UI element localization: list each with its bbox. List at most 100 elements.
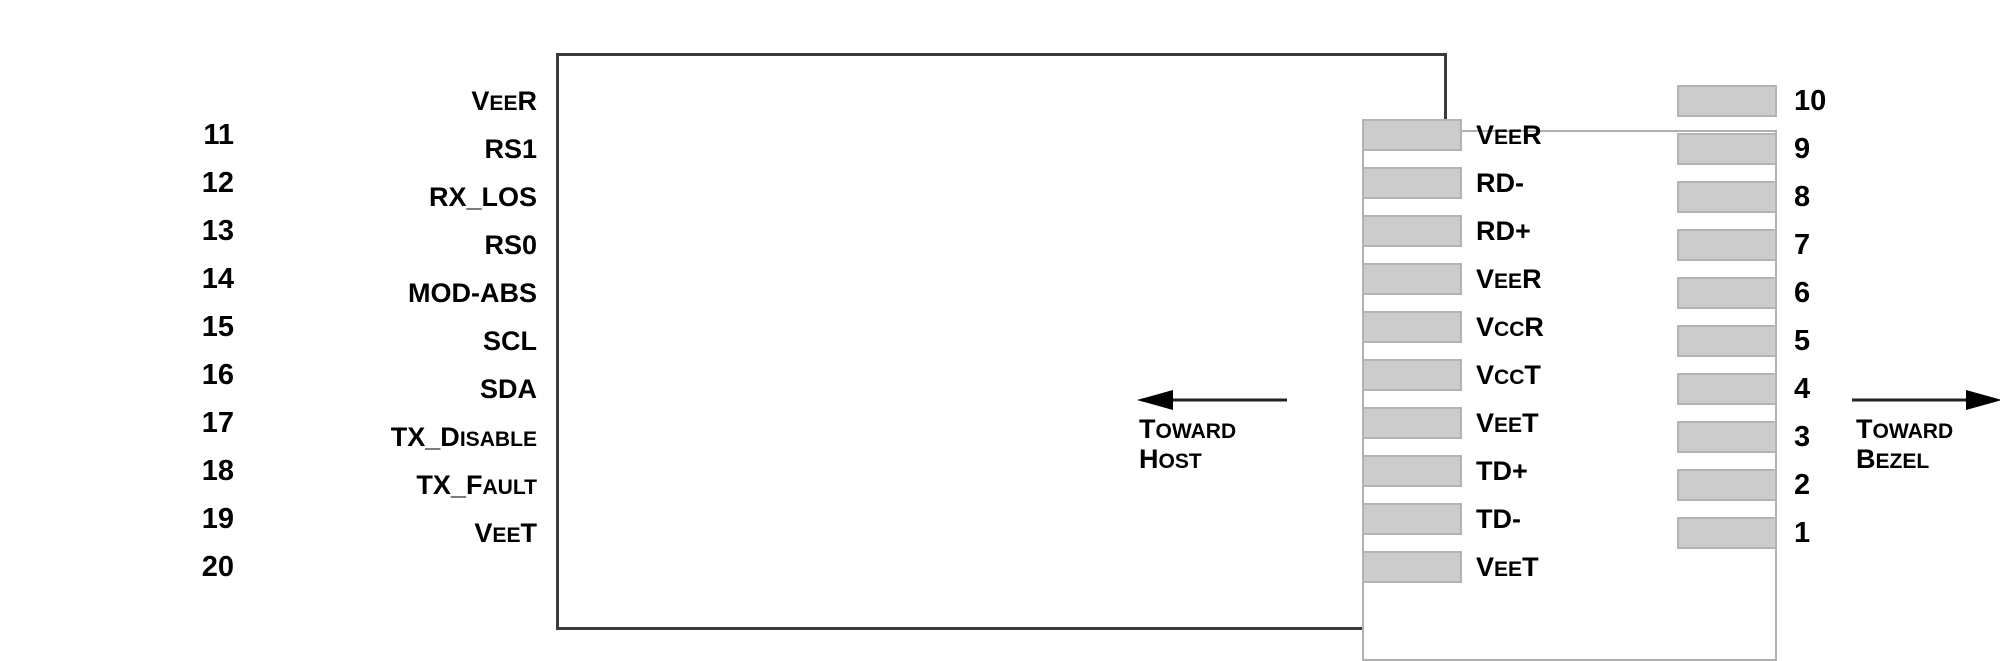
- pin-number-18: 18: [201, 455, 234, 487]
- toward-host-arrow-icon: [1137, 390, 1287, 410]
- toward-host-line2-small: OST: [1158, 450, 1202, 474]
- toward-bezel-line2-small: EZEL: [1875, 450, 1930, 474]
- pin-signal-scl-5: SCL: [483, 325, 537, 357]
- pin-number-2: 2: [1794, 469, 1811, 501]
- pin-pad-17: [1362, 407, 1462, 439]
- pin-signal-sda-4: SDA: [480, 373, 537, 405]
- signal-smallcaps: EE: [1494, 126, 1523, 149]
- pin-number-14: 14: [201, 263, 234, 295]
- signal-head: TD-: [1476, 504, 1521, 534]
- signal-head: V: [1476, 312, 1495, 342]
- pin-pad-20: [1362, 551, 1462, 583]
- signal-smallcaps: EE: [1494, 558, 1523, 581]
- toward-host-line1: TOWARD: [1139, 414, 1236, 444]
- pin-number-9: 9: [1794, 133, 1811, 165]
- signal-head: SCL: [483, 326, 537, 356]
- toward-host-line1-head: T: [1139, 414, 1156, 444]
- signal-head: TX_F: [416, 470, 483, 500]
- pin-signal-td--19: TD-: [1476, 503, 1521, 535]
- signal-tail: T: [1522, 408, 1539, 438]
- pin-pad-13: [1362, 215, 1462, 247]
- pin-signal-veet-1: VEET: [474, 517, 537, 549]
- pin-pad-3: [1677, 421, 1777, 453]
- signal-head: V: [1476, 264, 1495, 294]
- pin-signal-td--18: TD+: [1476, 455, 1528, 487]
- toward-host-line2-head: H: [1139, 444, 1159, 475]
- pin-number-20: 20: [201, 551, 234, 583]
- pin-number-8: 8: [1794, 181, 1811, 213]
- pin-signal-vccr-15: VCCR: [1476, 311, 1544, 343]
- pin-signal-vcct-16: VCCT: [1476, 359, 1541, 391]
- pin-signal-rs0-7: RS0: [484, 229, 537, 261]
- toward-host-line2: HOST: [1139, 444, 1236, 474]
- pin-pad-6: [1677, 277, 1777, 309]
- pin-number-7: 7: [1794, 229, 1811, 261]
- signal-head: MOD-ABS: [408, 278, 537, 308]
- signal-head: RD+: [1476, 216, 1531, 246]
- pin-signal-rx-los-8: RX_LOS: [429, 181, 537, 213]
- pin-signal-rs1-9: RS1: [484, 133, 537, 165]
- signal-head: V: [1476, 120, 1495, 150]
- pin-pad-15: [1362, 311, 1462, 343]
- signal-smallcaps: ISABLE: [459, 428, 537, 451]
- pin-pad-7: [1677, 229, 1777, 261]
- signal-head: SDA: [479, 374, 537, 404]
- pin-signal-tx-fault-2: TX_FAULT: [416, 469, 537, 501]
- pin-number-19: 19: [201, 503, 234, 535]
- signal-tail: T: [520, 518, 538, 548]
- pin-signal-veet-20: VEET: [1476, 551, 1539, 583]
- pin-number-13: 13: [201, 215, 234, 247]
- pin-pad-14: [1362, 263, 1462, 295]
- signal-head: TX_D: [390, 422, 460, 452]
- signal-smallcaps: CC: [1494, 366, 1525, 389]
- toward-host-label: TOWARD HOST: [1139, 414, 1236, 474]
- signal-smallcaps: CC: [1494, 318, 1525, 341]
- pin-signal-rd--12: RD-: [1476, 167, 1524, 199]
- signal-smallcaps: EE: [1494, 414, 1523, 437]
- pin-pad-2: [1677, 469, 1777, 501]
- pin-number-17: 17: [201, 407, 234, 439]
- pin-number-1: 1: [1794, 517, 1811, 549]
- pin-number-3: 3: [1794, 421, 1811, 453]
- pin-number-11: 11: [203, 119, 234, 151]
- pin-pad-9: [1677, 133, 1777, 165]
- signal-head: V: [1476, 408, 1495, 438]
- pin-pad-11: [1362, 119, 1462, 151]
- pin-pad-8: [1677, 181, 1777, 213]
- pin-number-10: 10: [1794, 85, 1827, 117]
- pin-number-15: 15: [201, 311, 234, 343]
- signal-tail: R: [517, 86, 538, 116]
- signal-head: V: [474, 518, 493, 548]
- pin-number-5: 5: [1794, 325, 1811, 357]
- pin-pad-5: [1677, 325, 1777, 357]
- signal-tail: T: [1522, 552, 1539, 582]
- pin-pad-18: [1362, 455, 1462, 487]
- pin-number-12: 12: [201, 167, 234, 199]
- pin-pad-10: [1677, 85, 1777, 117]
- signal-head: RS1: [484, 134, 537, 164]
- signal-head: RX_LOS: [428, 182, 537, 212]
- pin-pad-1: [1677, 517, 1777, 549]
- toward-bezel-label: TOWARD BEZEL: [1856, 414, 1953, 474]
- signal-head: RS0: [484, 230, 537, 260]
- signal-tail: R: [1524, 312, 1544, 342]
- signal-smallcaps: AULT: [482, 476, 537, 499]
- pin-number-16: 16: [201, 359, 234, 391]
- signal-head: V: [1476, 360, 1495, 390]
- signal-head: V: [471, 86, 490, 116]
- pin-number-6: 6: [1794, 277, 1811, 309]
- pin-signal-veer-14: VEER: [1476, 263, 1542, 295]
- signal-head: TD+: [1476, 456, 1528, 486]
- pin-pad-19: [1362, 503, 1462, 535]
- toward-bezel-line1-head: T: [1856, 414, 1873, 444]
- toward-bezel-arrow-icon: [1852, 390, 2000, 410]
- toward-host-line1-small: OWARD: [1155, 420, 1237, 443]
- signal-head: V: [1476, 552, 1495, 582]
- signal-smallcaps: EE: [1494, 270, 1523, 293]
- pin-number-4: 4: [1794, 373, 1811, 405]
- signal-smallcaps: EE: [489, 92, 518, 115]
- pin-signal-rd--13: RD+: [1476, 215, 1531, 247]
- pin-signal-veer-10: VEER: [471, 85, 537, 117]
